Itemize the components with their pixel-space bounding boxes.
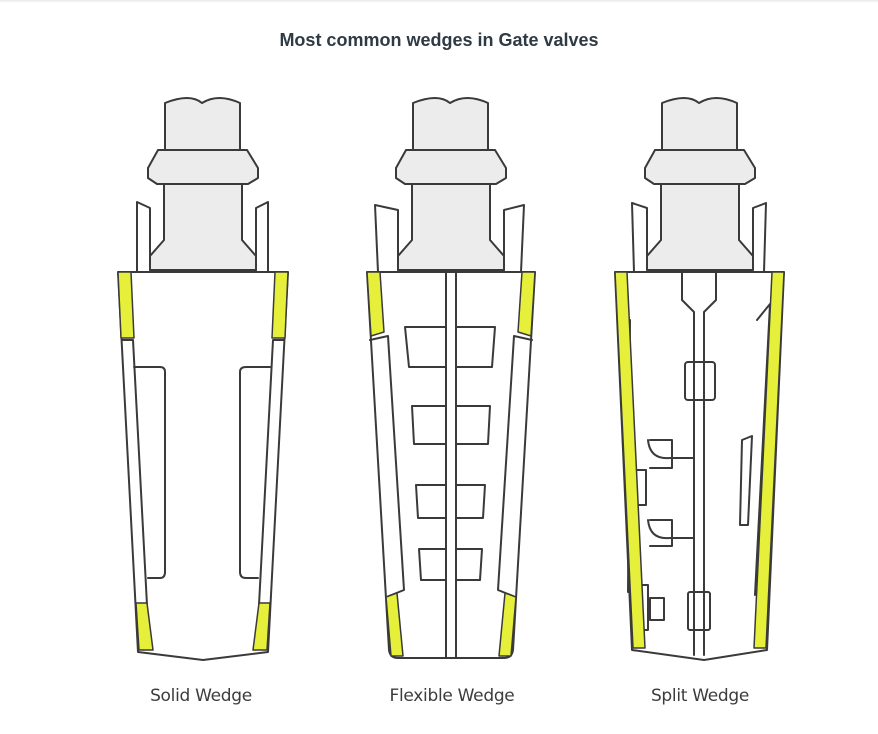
flexible-wedge [366,97,536,659]
flexible-wedge-seat-highlights [366,271,536,657]
solid-wedge-top-guide [136,201,269,273]
flexible-wedge-windows [404,326,496,581]
flexible-wedge-label: Flexible Wedge [389,686,515,706]
flexible-wedge-top-guide [374,204,525,273]
solid-wedge-body [117,271,289,661]
split-wedge-bosses [635,361,753,631]
solid-wedge-seat-highlights [117,271,289,651]
flexible-wedge-center-slot [445,271,457,659]
solid-wedge [117,97,289,661]
diagram-title: Most common wedges in Gate valves [279,30,599,50]
flexible-wedge-left-rail [369,335,405,597]
split-wedge [614,97,785,661]
solid-wedge-stem [147,97,259,271]
solid-wedge-label: Solid Wedge [150,686,252,706]
flexible-wedge-stem [395,97,507,271]
split-wedge-top-guide [631,202,767,273]
flexible-wedge-body [366,271,536,659]
split-wedge-body [614,271,785,661]
solid-wedge-right-recess [239,366,271,579]
flexible-wedge-right-rail [497,335,533,597]
split-wedge-label: Split Wedge [650,686,750,706]
top-divider [0,0,878,3]
solid-wedge-left-rail [121,339,148,606]
split-wedge-seat-highlights [614,271,785,649]
solid-wedge-left-recess [133,366,166,579]
split-wedge-stem [644,97,756,271]
split-wedge-split-line [681,271,717,656]
solid-wedge-right-rail [258,339,285,606]
split-wedge-left-rail [627,303,771,596]
